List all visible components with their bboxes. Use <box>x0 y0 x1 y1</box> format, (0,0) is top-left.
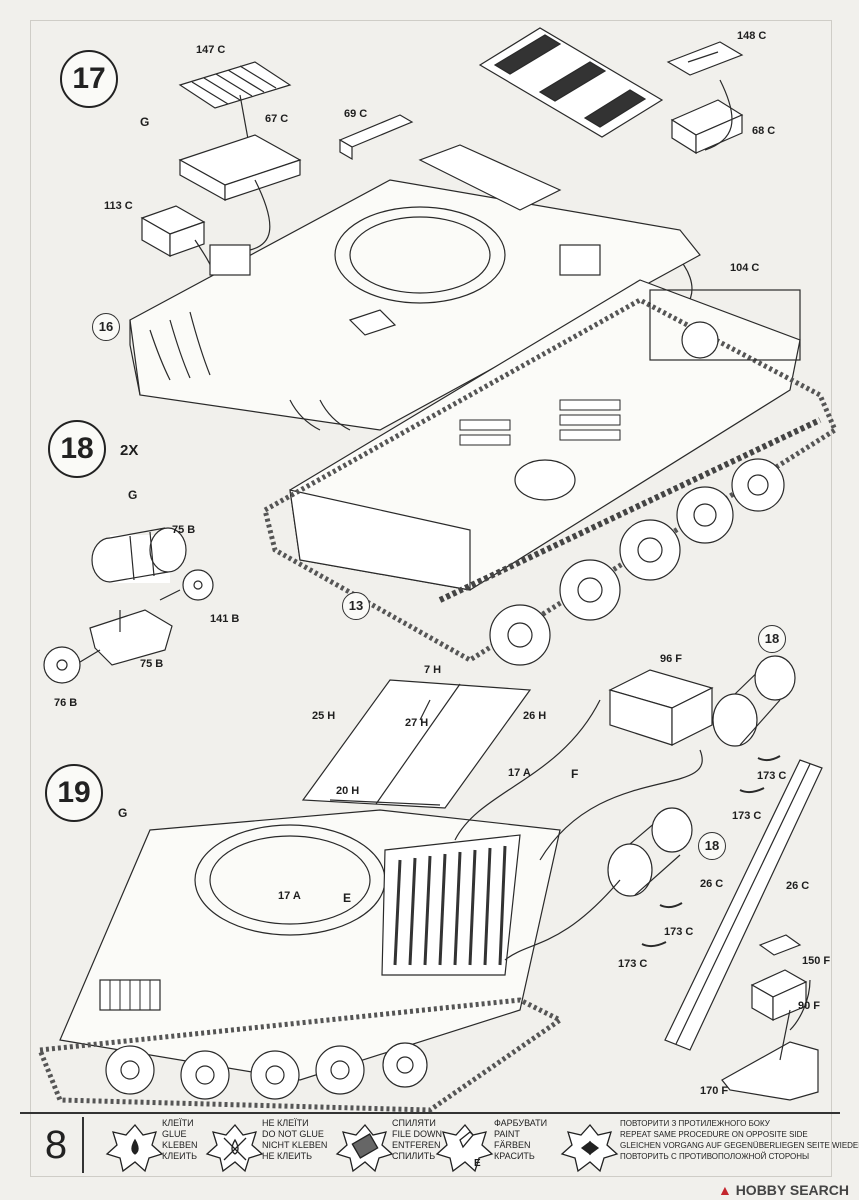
page-frame <box>30 20 832 1177</box>
upper-hull <box>129 144 701 431</box>
ref-step-16: 16 <box>92 313 120 341</box>
step-18-number: 18 <box>48 420 106 478</box>
legend-repeat-en: REPEAT SAME PROCEDURE ON OPPOSITE SIDE <box>620 1130 808 1139</box>
part-label-17a-lower: 17 A <box>278 890 301 902</box>
legend-glue-de: KLEBEN <box>162 1140 198 1150</box>
legend-paint: ФАРБУВАТИ PAINT FÄRBEN КРАСИТЬ <box>490 1118 547 1162</box>
ref-step-18-a: 18 <box>758 625 786 653</box>
legend-noglue-en: DO NOT GLUE <box>262 1129 324 1139</box>
part-label-17a-upper: 17 A <box>508 767 531 779</box>
step-18-glue-code: G <box>128 488 138 502</box>
legend-file-down: СПИЛЯТИ FILE DOWN ENTFEREN СПИЛИТЬ <box>388 1118 442 1162</box>
legend-icons <box>105 1123 619 1173</box>
step19-parts <box>36 655 823 1113</box>
hobby-search-logo-icon: ▲ <box>717 1182 732 1198</box>
watermark: ▲ HOBBY SEARCH <box>718 1182 849 1198</box>
ref-step-18-b: 18 <box>698 832 726 860</box>
part-label-76b: 76 B <box>54 697 78 709</box>
legend-no-glue: НЕ КЛЕЇТИ DO NOT GLUE NICHT KLEBEN НЕ КЛ… <box>258 1118 327 1162</box>
part-label-96f: 96 F <box>660 653 683 665</box>
part-label-113c: 113 C <box>104 200 133 212</box>
page-number: 8 <box>30 1117 84 1173</box>
step-17-glue-code: G <box>140 115 150 129</box>
part-68c-box <box>670 99 744 155</box>
legend-paint-code: E <box>474 1158 481 1169</box>
ref-step-13: 13 <box>342 592 370 620</box>
part-label-148c: 148 C <box>737 30 767 42</box>
engine-deck-grille <box>478 27 664 138</box>
paint-code-f-step19: F <box>571 767 579 781</box>
part-label-68c: 68 C <box>752 125 776 137</box>
legend-noglue-de: NICHT KLEBEN <box>262 1140 328 1150</box>
legend-file-en: FILE DOWN <box>392 1129 443 1139</box>
part-label-104c: 104 C <box>730 262 760 274</box>
part-label-26c-left: 26 C <box>700 878 724 890</box>
legend-paint-ru: КРАСИТЬ <box>494 1151 535 1161</box>
legend-repeat-ru: ПОВТОРИТЬ С ПРОТИВОПОЛОЖНОЙ СТОРОНЫ <box>620 1152 810 1161</box>
part-148c-plate <box>666 41 744 76</box>
part-113c-block <box>140 205 206 258</box>
legend-glue-ru: КЛЕИТЬ <box>162 1151 198 1161</box>
part-label-26c-right: 26 C <box>786 880 810 892</box>
legend-file-de: ENTFEREN <box>392 1140 441 1150</box>
part-label-173c-b: 173 C <box>732 810 762 822</box>
part-label-27h: 27 H <box>405 717 429 729</box>
part-label-67c: 67 C <box>265 113 289 125</box>
legend-repeat-opposite: ПОВТОРИТИ З ПРОТИЛЕЖНОГО БОКУ REPEAT SAM… <box>616 1118 859 1162</box>
part-label-7h: 7 H <box>424 664 442 676</box>
part-label-173c-d: 173 C <box>618 958 648 970</box>
legend-glue-en: GLUE <box>162 1129 187 1139</box>
legend-glue-ua: КЛЕЇТИ <box>162 1118 194 1128</box>
part-label-75b-top: 75 B <box>172 524 196 536</box>
step-19-glue-code: G <box>118 806 128 820</box>
step-18-multiplier: 2X <box>120 442 139 459</box>
legend-file-ru: СПИЛИТЬ <box>392 1151 436 1161</box>
legend-noglue-ru: НЕ КЛЕИТЬ <box>262 1151 313 1161</box>
legend-glue: КЛЕЇТИ GLUE KLEBEN КЛЕИТЬ <box>158 1118 198 1162</box>
legend-file-ua: СПИЛЯТИ <box>392 1118 436 1128</box>
paint-code-e-step17: E <box>343 891 352 905</box>
part-label-26h: 26 H <box>523 710 547 722</box>
legend-noglue-ua: НЕ КЛЕЇТИ <box>262 1118 309 1128</box>
lower-hull <box>262 279 839 666</box>
watermark-text: HOBBY SEARCH <box>735 1182 849 1198</box>
part-67c-tray <box>178 134 302 202</box>
legend-repeat-de: GLEICHEN VORGANG AUF GEGENÜBERLIEGEN SEI… <box>620 1141 859 1150</box>
legend-paint-en: PAINT <box>494 1129 520 1139</box>
legend-paint-de: FÄRBEN <box>494 1140 531 1150</box>
step-17-number: 17 <box>60 50 118 108</box>
legend-paint-ua: ФАРБУВАТИ <box>494 1118 548 1128</box>
part-label-150f: 150 F <box>802 955 831 967</box>
step-19-number: 19 <box>45 764 103 822</box>
part-147c-grille <box>178 61 292 109</box>
part-label-90f: 90 F <box>798 1000 821 1012</box>
part-label-69c: 69 C <box>344 108 368 120</box>
part-label-147c: 147 C <box>196 44 226 56</box>
legend-bar <box>20 1112 840 1184</box>
step17-parts <box>140 27 744 311</box>
step18-drum <box>43 527 214 684</box>
part-label-20h: 20 H <box>336 785 360 797</box>
part-label-25h: 25 H <box>312 710 336 722</box>
part-label-141b: 141 B <box>210 613 240 625</box>
part-label-75b-bottom: 75 B <box>140 658 164 670</box>
part-label-173c-c: 173 C <box>664 926 694 938</box>
legend-repeat-ua: ПОВТОРИТИ З ПРОТИЛЕЖНОГО БОКУ <box>620 1119 770 1128</box>
part-label-173c-a: 173 C <box>757 770 787 782</box>
part-label-170f: 170 F <box>700 1085 729 1097</box>
